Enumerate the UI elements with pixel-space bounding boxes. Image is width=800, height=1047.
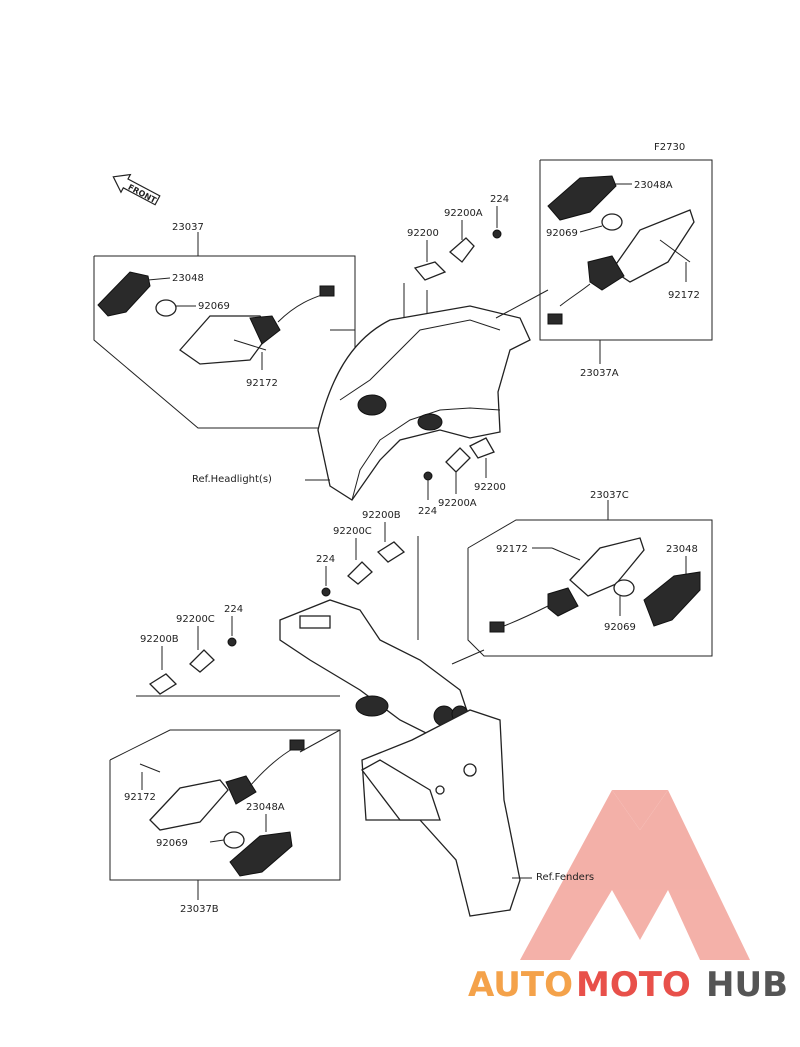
label-92200B-b: 92200B <box>140 634 179 645</box>
bolt-224-top <box>492 229 502 239</box>
front-cowl: Ref.Headlight(s) <box>192 305 531 501</box>
ref-headlight: Ref.Headlight(s) <box>192 474 272 485</box>
connector-b <box>547 313 563 325</box>
label-224-c: 224 <box>316 554 335 565</box>
group-rear-left-parts: 92200C 224 92200B <box>136 604 340 697</box>
bracket-92200B-a <box>376 541 406 563</box>
turn-signal-housing-b <box>611 209 695 283</box>
label-23037C: 23037C <box>590 490 629 501</box>
rear-fender: Ref.Fenders <box>279 599 594 917</box>
ref-fenders: Ref.Fenders <box>536 872 594 883</box>
label-92200A-top: 92200A <box>444 208 483 219</box>
label-92172-d: 92172 <box>124 792 156 803</box>
lens-23048-c <box>643 571 701 627</box>
label-92200B-a: 92200B <box>362 510 401 521</box>
bolt-224-d <box>227 637 237 647</box>
label-224-top: 224 <box>490 194 509 205</box>
label-92069-b: 92069 <box>546 228 578 239</box>
bolt-224-c <box>321 587 331 597</box>
group-23037C: 23037C 92172 92069 23048 <box>451 490 713 665</box>
bracket-92200C-b <box>189 649 215 673</box>
label-23048-c: 23048 <box>666 544 698 555</box>
watermark-logo <box>520 790 750 960</box>
group-23037A: 23037A 23048A 92069 92172 <box>495 159 713 379</box>
label-92069-d: 92069 <box>156 838 188 849</box>
watermark-hub: HUB <box>706 965 788 1005</box>
bracket-92200B-b <box>148 673 178 695</box>
label-92200A-mid: 92200A <box>438 498 477 509</box>
bolt-224-mid <box>423 471 433 481</box>
bulb-92069-a <box>155 299 177 317</box>
turn-signal-housing-d <box>149 779 229 831</box>
tail-hole <box>355 695 389 717</box>
lens-23048-a <box>97 271 151 317</box>
label-92172-b: 92172 <box>668 290 700 301</box>
bulb-92069-b <box>601 213 623 231</box>
bracket-92200A-mid <box>445 447 471 473</box>
label-23048A-b: 23048A <box>246 802 285 813</box>
bracket-92200-mid <box>469 437 495 459</box>
label-92200-mid: 92200 <box>474 482 506 493</box>
bulb-92069-d <box>223 831 245 849</box>
label-92200-top: 92200 <box>407 228 439 239</box>
label-224-mid: 224 <box>418 506 437 517</box>
front-arrow-icon: FRONT <box>112 173 161 206</box>
bracket-92200A-top <box>448 237 475 263</box>
bracket-92200-top <box>413 261 447 281</box>
label-23048A-top: 23048A <box>634 180 673 191</box>
cowl-hole-right <box>417 413 443 431</box>
label-23037: 23037 <box>172 222 204 233</box>
label-92069-c: 92069 <box>604 622 636 633</box>
label-92200C-b: 92200C <box>176 614 215 625</box>
label-92200C-a: 92200C <box>333 526 372 537</box>
figure-code: F2730 <box>654 142 685 153</box>
label-23037B: 23037B <box>180 904 219 915</box>
group-23037B: 23037B 92172 23048A 92069 <box>109 729 341 915</box>
bulb-92069-c <box>613 579 635 597</box>
bracket-92200C-a <box>347 561 373 585</box>
cowl-hole-left <box>357 394 387 416</box>
lens-23048A-b <box>229 831 293 877</box>
connector-d <box>289 739 305 751</box>
watermark-moto: MOTO <box>576 965 691 1005</box>
connector-c <box>489 621 505 633</box>
label-224-d: 224 <box>224 604 243 615</box>
label-23037A: 23037A <box>580 368 619 379</box>
group-rear-mid-parts: 92200B 92200C 224 <box>316 510 419 640</box>
turn-signal-housing-c <box>569 537 645 597</box>
group-23037: 23037 23048 92069 92172 <box>93 222 356 429</box>
label-92172-c: 92172 <box>496 544 528 555</box>
label-92069-a: 92069 <box>198 301 230 312</box>
lens-23048A-top <box>547 175 617 221</box>
label-92172-a: 92172 <box>246 378 278 389</box>
connector-a <box>319 285 335 297</box>
watermark-auto: AUTO <box>468 965 573 1005</box>
group-mid-parts: 92200 92200A 224 <box>418 437 506 517</box>
label-23048-a: 23048 <box>172 273 204 284</box>
watermark-text: AUTO MOTO HUB <box>468 965 788 1005</box>
